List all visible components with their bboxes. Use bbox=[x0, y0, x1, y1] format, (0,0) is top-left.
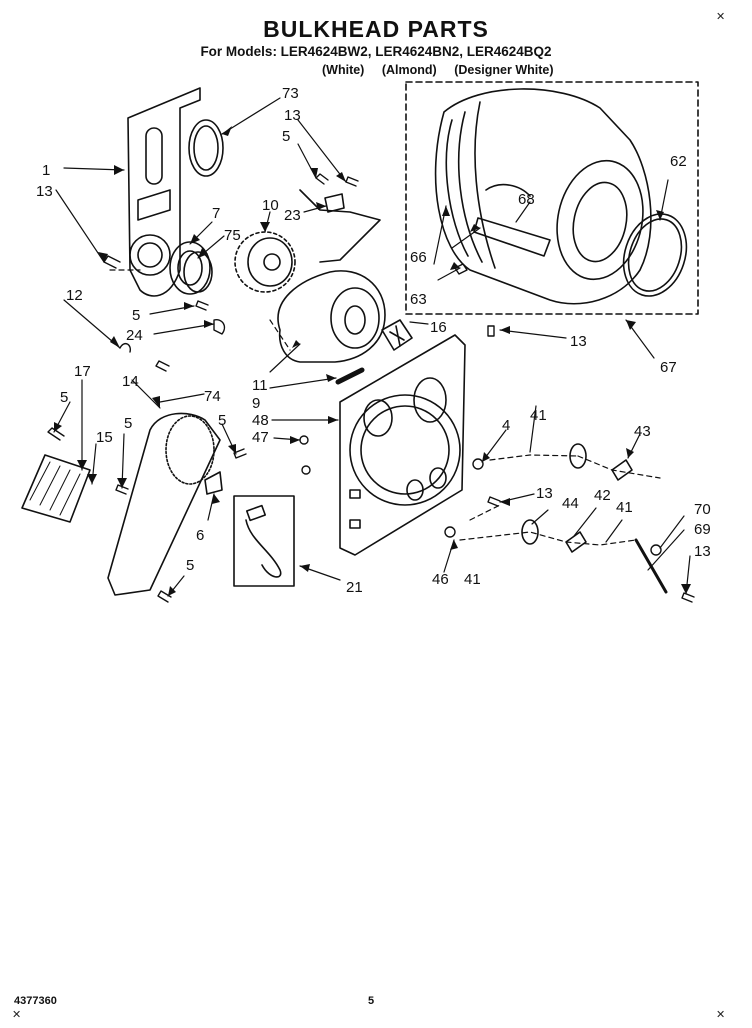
screws bbox=[47, 173, 695, 603]
part-label: 16 bbox=[430, 319, 447, 336]
part-label: 44 bbox=[562, 495, 579, 512]
bearing-7 bbox=[169, 241, 211, 295]
part-label: 73 bbox=[282, 85, 299, 102]
part-label: 6 bbox=[196, 527, 204, 544]
part-label: 14 bbox=[122, 373, 139, 390]
clip-23 bbox=[324, 193, 345, 213]
part-label: 43 bbox=[634, 423, 651, 440]
kit-box-21 bbox=[233, 495, 295, 587]
blower-housing-11 bbox=[277, 270, 386, 363]
bearing-75 bbox=[183, 251, 213, 293]
part-label: 75 bbox=[224, 227, 241, 244]
part-label: 17 bbox=[74, 363, 91, 380]
rear-bulkhead-panel bbox=[127, 87, 201, 297]
corner-mark: ✕ bbox=[716, 10, 726, 23]
document-number: 4377360 bbox=[14, 995, 57, 1007]
corner-mark: ✕ bbox=[12, 1008, 22, 1021]
part-labels: 1 13 73 13 5 23 7 10 75 12 5 24 11 9 48 … bbox=[36, 85, 711, 596]
part-label: 42 bbox=[594, 487, 611, 504]
thermal-fuse-16 bbox=[381, 319, 413, 351]
roller-43 bbox=[611, 459, 633, 481]
drum-seal bbox=[622, 213, 688, 297]
part-label: 41 bbox=[616, 499, 633, 516]
part-label: 68 bbox=[518, 191, 535, 208]
part-label: 13 bbox=[284, 107, 301, 124]
page-number: 5 bbox=[368, 995, 375, 1007]
part-label: 66 bbox=[410, 249, 427, 266]
part-label: 13 bbox=[536, 485, 553, 502]
part-label: 13 bbox=[694, 543, 711, 560]
part-label: 48 bbox=[252, 412, 269, 429]
part-label: 69 bbox=[694, 521, 711, 538]
drum-assembly-box bbox=[405, 81, 699, 315]
part-label: 62 bbox=[670, 153, 687, 170]
front-bulkhead-48 bbox=[339, 334, 466, 556]
model-list: For Models: LER4624BW2, LER4624BN2, LER4… bbox=[200, 44, 552, 59]
part-label: 70 bbox=[694, 501, 711, 518]
drum-illustration bbox=[434, 88, 652, 305]
part-label: 5 bbox=[60, 389, 68, 406]
part-label: 5 bbox=[186, 557, 194, 574]
part-label: 12 bbox=[66, 287, 83, 304]
corner-mark: ✕ bbox=[716, 1008, 726, 1021]
color-designer-white: (Designer White) bbox=[454, 63, 554, 77]
lint-filter-17 bbox=[21, 454, 91, 523]
bracket-6 bbox=[204, 471, 223, 495]
part-label: 21 bbox=[346, 579, 363, 596]
part-label: 24 bbox=[126, 327, 143, 344]
rod-9 bbox=[335, 367, 365, 385]
part-label: 11 bbox=[252, 377, 268, 394]
gasket-73 bbox=[188, 119, 224, 177]
blower-wheel-10 bbox=[234, 231, 296, 293]
part-label: 74 bbox=[204, 388, 221, 405]
part-label: 1 bbox=[42, 162, 50, 179]
part-label: 67 bbox=[660, 359, 677, 376]
part-label: 46 bbox=[432, 571, 449, 588]
part-label: 7 bbox=[212, 205, 220, 222]
page-title: BULKHEAD PARTS bbox=[263, 16, 489, 42]
lint-housing-14 bbox=[107, 412, 221, 596]
part-label: 5 bbox=[218, 412, 226, 429]
part-label: 10 bbox=[262, 197, 279, 214]
roller-44b bbox=[521, 519, 539, 545]
part-label: 13 bbox=[570, 333, 587, 350]
part-label: 5 bbox=[132, 307, 140, 324]
part-label: 4 bbox=[502, 417, 510, 434]
part-label: 5 bbox=[124, 415, 132, 432]
color-variants: (White) (Almond) (Designer White) bbox=[322, 63, 568, 77]
part-label: 23 bbox=[284, 207, 301, 224]
roller-42 bbox=[565, 531, 587, 553]
part-label: 47 bbox=[252, 429, 269, 446]
part-label: 13 bbox=[36, 183, 53, 200]
color-almond: (Almond) bbox=[381, 63, 437, 77]
part-label: 63 bbox=[410, 291, 427, 308]
color-white: (White) bbox=[322, 63, 365, 77]
roller-44 bbox=[569, 443, 587, 469]
wire-harness bbox=[299, 189, 381, 263]
part-label: 41 bbox=[530, 407, 547, 424]
part-label: 9 bbox=[252, 395, 260, 412]
part-label: 5 bbox=[282, 128, 290, 145]
part-label: 15 bbox=[96, 429, 113, 446]
part-label: 41 bbox=[464, 571, 481, 588]
